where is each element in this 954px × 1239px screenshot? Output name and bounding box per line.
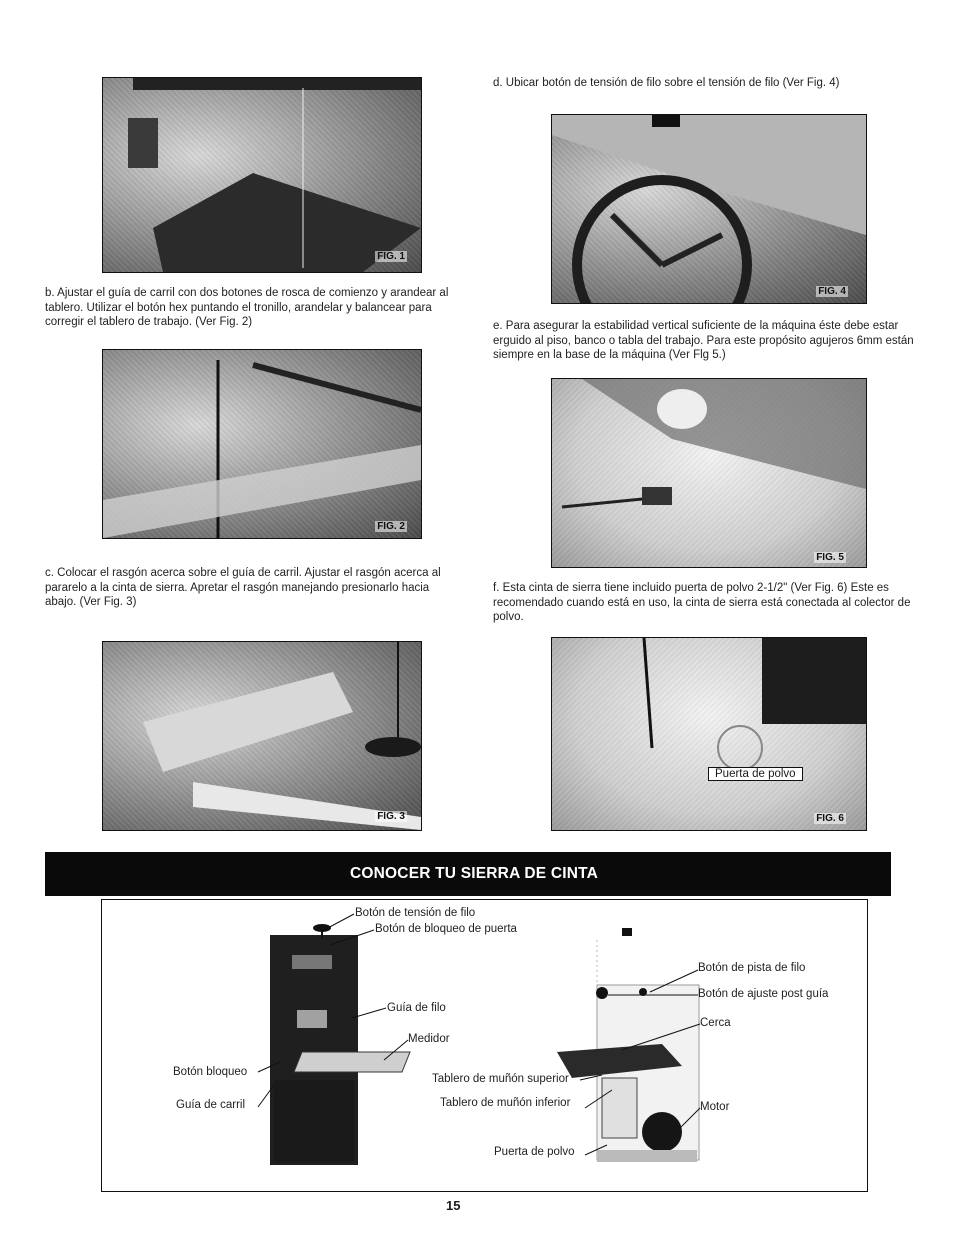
figure-3-photo: FIG. 3 — [102, 641, 422, 831]
figure-2-label: FIG. 2 — [375, 521, 407, 532]
gauge-label: Medidor — [408, 1033, 450, 1045]
lock-knob-label: Botón bloqueo — [173, 1066, 248, 1078]
fence-label: Cerca — [700, 1017, 731, 1029]
step-b-text: b. Ajustar el guía de carril con dos bot… — [45, 287, 449, 328]
figure-6-illustration — [642, 638, 866, 771]
parts-diagram-drawing — [257, 913, 701, 1165]
figure-6-photo: Puerta de polvo FIG. 6 — [551, 637, 867, 831]
figure-5-photo: FIG. 5 — [551, 378, 867, 568]
dust-port-callout-box: Puerta de polvo — [708, 767, 803, 781]
figure-6-label: FIG. 6 — [814, 813, 846, 824]
step-c-text: c. Colocar el rasgón acerca sobre el guí… — [45, 567, 441, 608]
figure-4-label: FIG. 4 — [816, 286, 848, 297]
figure-3-illustration — [143, 642, 421, 830]
dust-port-label: Puerta de polvo — [494, 1146, 575, 1158]
figure-5-illustration — [561, 379, 866, 509]
section-title: CONOCER TU SIERRA DE CINTA — [350, 865, 599, 882]
page-number: 15 — [446, 1198, 461, 1213]
upper-trunnion-label: Tablero de muñón superior — [432, 1073, 569, 1085]
figure-4-photo: FIG. 4 — [551, 114, 867, 304]
post-adjust-knob-label: Botón de ajuste post guía — [698, 988, 829, 1000]
lower-trunnion-label: Tablero de muñón inferior — [440, 1097, 571, 1109]
step-f-text: f. Esta cinta de sierra tiene incluido p… — [493, 582, 911, 623]
figure-2-photo: FIG. 2 — [102, 349, 422, 539]
step-e-text: e. Para asegurar la estabilidad vertical… — [493, 320, 914, 361]
blade-guide-label: Guía de filo — [387, 1002, 446, 1014]
figure-3-label: FIG. 3 — [375, 811, 407, 822]
tension-knob-label: Botón de tensión de filo — [355, 907, 476, 919]
figure-1-label: FIG. 1 — [375, 251, 407, 262]
figure-4-illustration — [552, 115, 866, 303]
parts-diagram: Botón de tensión de filo Botón de bloque… — [101, 899, 868, 1192]
figure-1-illustration — [128, 78, 421, 272]
section-banner: CONOCER TU SIERRA DE CINTA — [45, 852, 891, 896]
blade-track-knob-label: Botón de pista de filo — [698, 962, 806, 974]
step-d-text: d. Ubicar botón de tensión de filo sobre… — [493, 77, 840, 89]
figure-2-illustration — [103, 360, 421, 538]
dust-port-callout-text: Puerta de polvo — [715, 768, 796, 780]
motor-label: Motor — [700, 1101, 730, 1113]
figure-1-photo: FIG. 1 — [102, 77, 422, 273]
rail-guide-label: Guía de carril — [176, 1099, 246, 1111]
figure-5-label: FIG. 5 — [814, 552, 846, 563]
door-lock-knob-label: Botón de bloqueo de puerta — [375, 923, 517, 935]
